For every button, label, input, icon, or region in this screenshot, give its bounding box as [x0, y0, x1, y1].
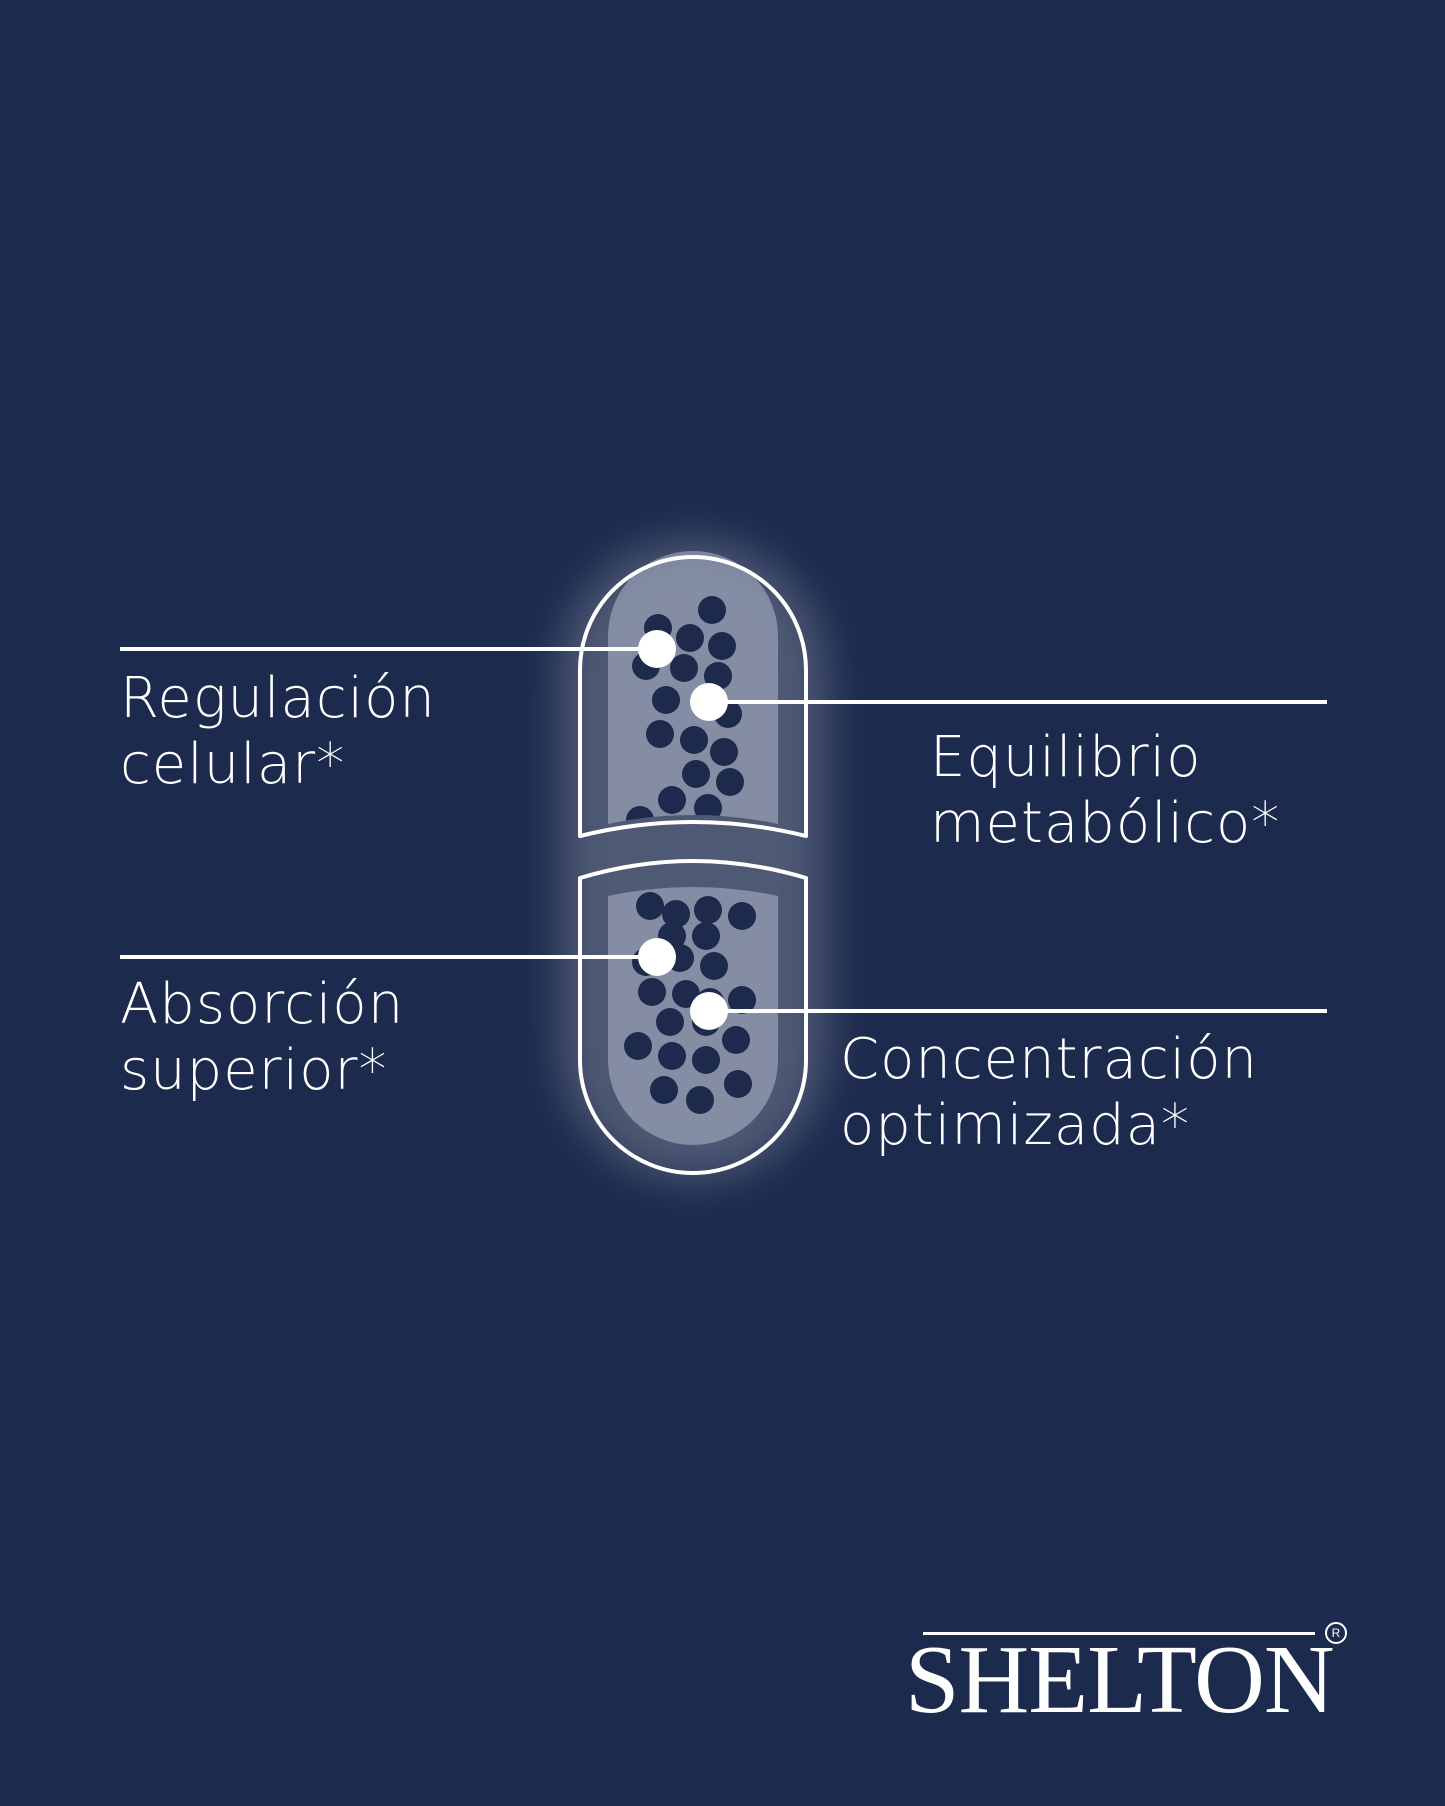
callout-label-absorcion: Absorción superior* — [120, 972, 404, 1104]
callout-dot-equilibrio — [690, 683, 728, 721]
granule — [692, 922, 720, 950]
granule — [724, 1070, 752, 1098]
granule — [686, 1086, 714, 1114]
granule — [692, 1046, 720, 1074]
granule — [652, 686, 680, 714]
callout-label-line: Regulación — [120, 666, 436, 731]
granule — [700, 952, 728, 980]
callout-label-line: Concentración — [840, 1027, 1258, 1092]
granule — [636, 892, 664, 920]
granule — [658, 786, 686, 814]
granule — [670, 654, 698, 682]
callout-label-line: superior* — [120, 1038, 388, 1103]
callout-label-line: Absorción — [120, 972, 405, 1037]
granule — [680, 726, 708, 754]
granule — [638, 978, 666, 1006]
callout-label-line: optimizada* — [840, 1093, 1191, 1158]
capsule-top-outline — [578, 555, 808, 838]
granule — [722, 1026, 750, 1054]
granule — [650, 1076, 678, 1104]
granule — [716, 768, 744, 796]
granule — [656, 1008, 684, 1036]
granule — [682, 760, 710, 788]
granule — [708, 632, 736, 660]
granule — [658, 1042, 686, 1070]
callout-dot-regulacion — [638, 630, 676, 668]
granule — [624, 1032, 652, 1060]
callout-label-line: celular* — [120, 732, 346, 797]
callout-label-line: Equilibrio — [930, 725, 1202, 790]
granule — [728, 986, 756, 1014]
brand-logo: SHELTON R — [905, 1622, 1347, 1734]
granule — [694, 896, 722, 924]
callout-label-regulacion: Regulación celular* — [120, 666, 436, 798]
granule — [728, 902, 756, 930]
granule — [704, 662, 732, 690]
callout-dot-concentracion — [690, 992, 728, 1030]
callout-dot-absorcion — [638, 938, 676, 976]
brand-name: SHELTON — [905, 1626, 1335, 1734]
granule — [694, 794, 722, 822]
callout-label-equilibrio: Equilibrio metabólico* — [930, 725, 1280, 857]
capsule-bottom-outline — [578, 859, 808, 1175]
callout-label-line: metabólico* — [930, 791, 1281, 856]
granule — [646, 720, 674, 748]
granule — [710, 738, 738, 766]
granule — [662, 900, 690, 928]
granule — [676, 624, 704, 652]
callout-label-concentracion: Concentración optimizada* — [840, 1027, 1258, 1159]
brand-logo-rule — [923, 1632, 1315, 1635]
granule — [698, 596, 726, 624]
registered-mark-icon: R — [1325, 1622, 1347, 1644]
